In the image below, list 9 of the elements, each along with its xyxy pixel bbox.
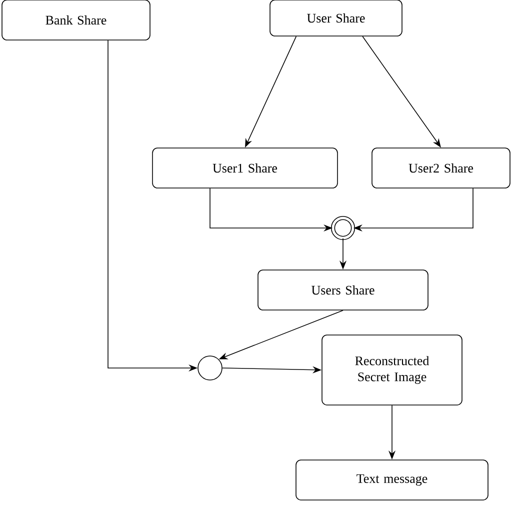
junction-circle [330, 216, 356, 240]
process-box: User1 Share [152, 148, 338, 188]
process-box: Text message [296, 460, 488, 500]
process-box: User Share [270, 0, 402, 36]
process-box: Reconstructed Secret Image [322, 334, 462, 406]
process-box: Bank Share [2, 0, 150, 40]
process-box: User2 Share [372, 148, 510, 188]
junction-circle [198, 356, 222, 380]
process-box: Users Share [258, 270, 428, 310]
